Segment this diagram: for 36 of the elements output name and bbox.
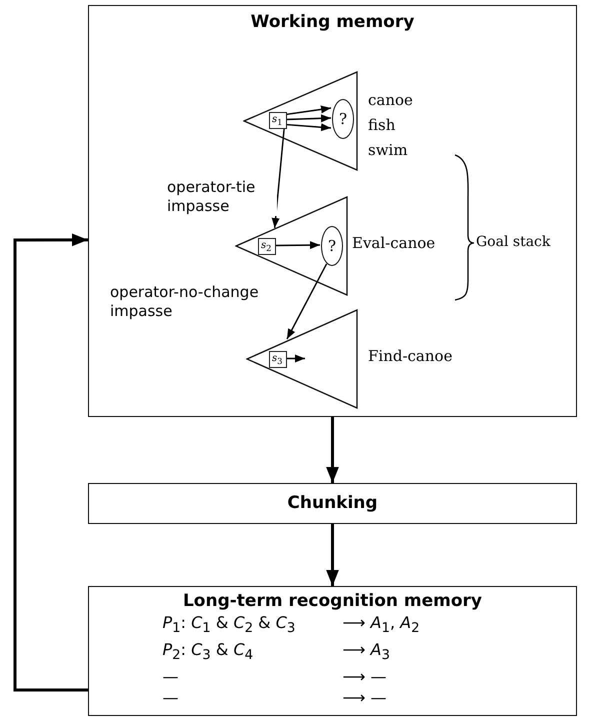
rule-condition: —	[162, 667, 180, 688]
rule-action: ⟶ A$_{3}$	[342, 640, 391, 666]
process-bar	[88, 483, 577, 524]
rule-condition: P$_{1}$: C$_{1}$ & C$_{2}$ & C$_{3}$	[162, 613, 296, 638]
arrow	[272, 128, 285, 228]
rule-condition: P$_{2}$: C$_{3}$ & C$_{4}$	[162, 640, 254, 666]
arrow	[326, 524, 339, 586]
rule-action: ⟶ —	[342, 688, 388, 708]
state-box: s$_{1}$	[269, 112, 287, 129]
state-box: s$_{3}$	[269, 351, 287, 368]
arrow	[286, 263, 328, 340]
panel-title: Long-term recognition memory	[182, 591, 482, 611]
rule-condition: —	[162, 688, 180, 708]
panel-title: Working memory	[250, 12, 414, 32]
state-box: s$_{2}$	[258, 238, 276, 255]
arrow	[286, 123, 332, 132]
rule-action: ⟶ A$_{1}$, A$_{2}$	[342, 613, 421, 638]
panel-title: Chunking	[287, 493, 378, 513]
memory-panel	[88, 586, 577, 716]
goal-operator-label: Eval-canoe	[352, 234, 436, 252]
arrow	[275, 241, 320, 250]
arrow	[286, 354, 305, 362]
arrow	[326, 417, 339, 483]
arrow	[286, 105, 332, 116]
goal-stack-label: Goal stack	[476, 234, 550, 250]
arrow	[14, 233, 88, 692]
goal-operator-label: Find-canoe	[368, 347, 452, 365]
question-ellipse: ?	[332, 99, 354, 139]
rule-action: ⟶ —	[342, 667, 388, 688]
edge-label: operator-tie impasse	[167, 178, 277, 216]
goal-operator-label: fish	[368, 116, 396, 134]
arrow	[286, 114, 332, 122]
goal-operator-label: canoe	[368, 91, 413, 109]
question-ellipse: ?	[321, 226, 343, 266]
goal-operator-label: swim	[368, 141, 408, 159]
memory-panel	[88, 5, 577, 417]
